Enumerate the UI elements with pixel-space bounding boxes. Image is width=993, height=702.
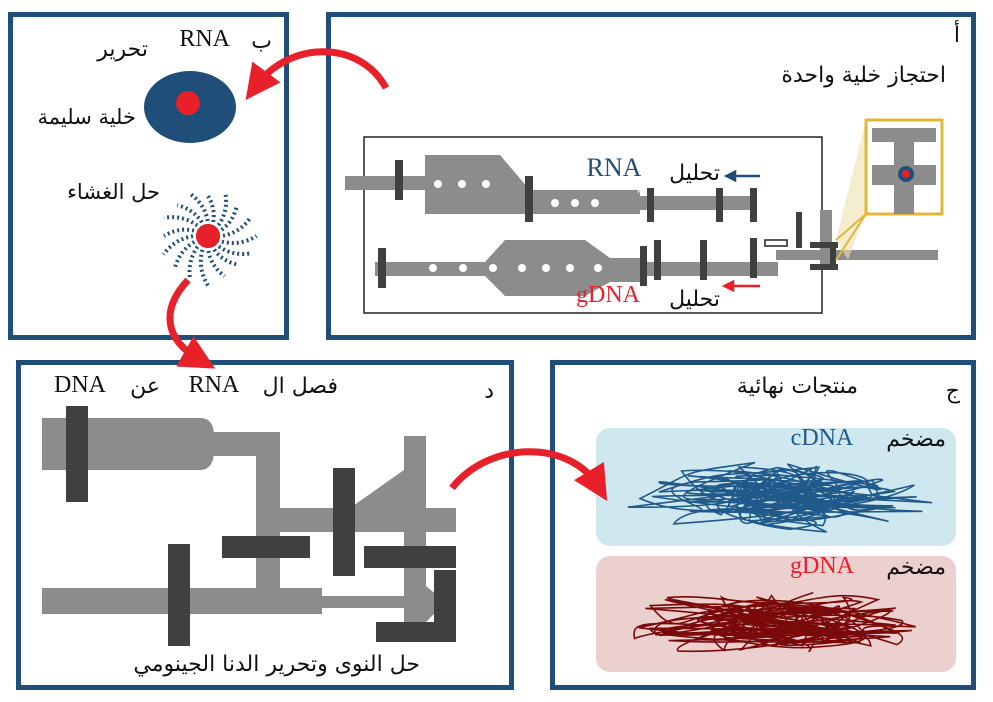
dna-strand xyxy=(633,591,916,653)
separation-rna-word: RNA xyxy=(189,372,240,398)
membrane-fragment xyxy=(172,234,209,271)
panel-b-release-label: تحرير xyxy=(96,37,148,62)
separation-valves xyxy=(66,406,456,646)
panel-c-content: ج منتجات نهائية مضخم cDNA مضخم gDNA xyxy=(596,374,961,672)
gdna-tangle xyxy=(633,591,916,653)
membrane-fragment xyxy=(176,203,210,237)
arrow-d-to-c xyxy=(449,448,608,501)
membrane-fragment xyxy=(207,234,258,245)
trap-junction xyxy=(796,210,838,270)
membrane-fragment xyxy=(187,234,210,280)
rna-channel-valves xyxy=(395,160,757,222)
trap-zoom-inset xyxy=(864,118,944,216)
panel-b xyxy=(8,12,289,340)
gdna-analysis-word: gDNA xyxy=(576,282,641,308)
membrane-fragment xyxy=(207,207,239,238)
cdna-word: cDNA xyxy=(791,425,854,451)
panel-c-letter: ج xyxy=(946,379,961,404)
panel-b-rna-word: RNA xyxy=(179,26,230,52)
membrane-fragment xyxy=(198,235,210,287)
rna-analysis-word: RNA xyxy=(587,153,642,182)
panel-a-letter: أ xyxy=(954,20,960,48)
lysis-label: حل الغشاء xyxy=(67,180,160,204)
separation-channels xyxy=(42,418,456,622)
rna-channel xyxy=(345,155,756,214)
arrow-a-to-b xyxy=(245,48,390,101)
gdna-word: gDNA xyxy=(790,553,855,579)
membrane-fragment xyxy=(206,194,216,237)
panel-c-title: منتجات نهائية xyxy=(737,374,858,399)
panel-a-title: احتجاز خلية واحدة xyxy=(781,63,946,88)
panel-d-letter: د xyxy=(484,379,494,404)
gdna-analysis-label: تحليل xyxy=(669,287,720,312)
separation-label-part1: فصل ال xyxy=(263,374,338,399)
separation-dna-word: DNA xyxy=(54,372,107,398)
gdna-channel-chambers xyxy=(429,264,602,272)
membrane-fragment xyxy=(163,215,210,238)
intact-cell-label: خلية سليمة xyxy=(38,105,137,129)
trap-marker xyxy=(764,239,788,247)
gdna-prefix: مضخم xyxy=(886,555,946,580)
lysed-cell xyxy=(161,192,258,287)
cdna-tangle xyxy=(627,461,933,533)
separation-from-word: عن xyxy=(130,374,160,399)
lysis-release-label: حل النوى وتحرير الدنا الجينومي xyxy=(133,652,420,677)
panel-b-letter: ب xyxy=(251,29,272,54)
cdna-prefix: مضخم xyxy=(886,427,946,452)
dna-strand xyxy=(627,461,933,533)
membrane-fragment xyxy=(161,233,209,256)
intact-cell-nucleus xyxy=(176,91,200,115)
membrane-fragment xyxy=(206,235,237,267)
membrane-fragment xyxy=(205,235,226,278)
zoom-wedge xyxy=(836,120,866,260)
rna-analysis-label: تحليل xyxy=(669,161,720,186)
panel-a-content: أ احتجاز خلية واحدة xyxy=(345,20,960,314)
arrow-b-to-d xyxy=(166,277,216,369)
released-nucleus xyxy=(196,224,220,248)
panel-d-content: د فصل ال RNA عن DNA حل النوى وتحرير الدن… xyxy=(42,372,494,677)
panel-b-content: ب RNA تحرير خلية سليمة حل الغشاء xyxy=(38,26,272,287)
gdna-channel-valves xyxy=(378,238,757,288)
rna-channel-chambers xyxy=(434,180,599,207)
